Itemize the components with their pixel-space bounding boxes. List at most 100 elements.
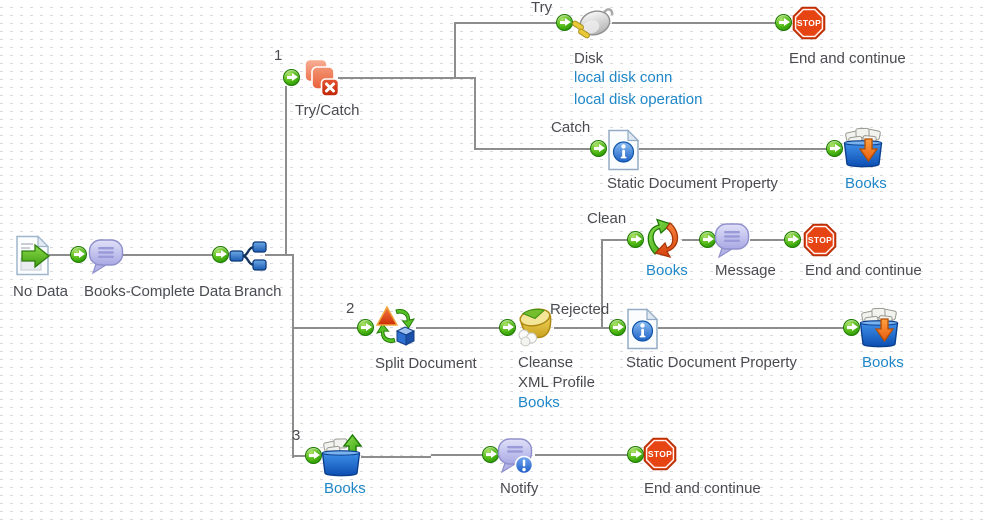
connection-point[interactable] <box>784 231 801 248</box>
path-label-catch: Catch <box>551 119 591 136</box>
shape-label-disk: Disk <box>574 50 604 67</box>
shape-end-and-continue-clean[interactable]: STOP <box>803 223 837 257</box>
disk-connection-link[interactable]: local disk conn <box>574 69 673 86</box>
try-catch-icon <box>304 58 340 97</box>
shape-label-cleanse: Cleanse <box>518 354 574 371</box>
branch-icon <box>229 241 267 271</box>
message-bubble-icon <box>714 223 750 259</box>
branch-number-2: 2 <box>346 300 355 317</box>
connector-line <box>639 148 828 150</box>
connector-line <box>454 22 456 79</box>
shape-static-doc-prop-rejected[interactable] <box>626 308 659 350</box>
path-label-try: Try <box>531 0 553 16</box>
stop-text: STOP <box>796 18 822 28</box>
books-box-down-icon <box>843 127 883 168</box>
connection-point[interactable] <box>590 140 607 157</box>
connector-line <box>474 148 592 150</box>
books-box-down-icon <box>859 307 899 348</box>
message-bubble-icon <box>88 239 124 275</box>
shape-map-books[interactable] <box>642 218 684 260</box>
path-label-clean: Clean <box>587 210 627 227</box>
shape-branch[interactable] <box>229 241 267 271</box>
connection-point[interactable] <box>499 319 516 336</box>
stop-sign-icon <box>803 223 837 257</box>
shape-try-catch[interactable] <box>302 58 340 98</box>
shape-books-complete-data[interactable] <box>88 237 124 275</box>
notify-bubble-icon <box>497 438 534 475</box>
shape-end-and-continue-try[interactable]: STOP <box>792 6 826 40</box>
connector-line <box>292 455 307 457</box>
books-rejected-link[interactable]: Books <box>862 354 904 371</box>
shape-message[interactable] <box>714 221 750 259</box>
shape-notify[interactable] <box>497 436 535 476</box>
shape-books-rejected[interactable] <box>857 306 901 350</box>
connector-line <box>292 254 294 458</box>
connector-line <box>601 239 629 241</box>
connection-point[interactable] <box>826 140 843 157</box>
cleanse-profile-type: XML Profile <box>518 374 595 391</box>
shape-split-document[interactable] <box>374 304 418 348</box>
shape-label-no-data: No Data <box>13 283 69 300</box>
shape-static-doc-prop-catch[interactable] <box>607 129 640 171</box>
connector-line <box>535 454 629 456</box>
shape-label-try-catch: Try/Catch <box>295 102 360 119</box>
stop-text: STOP <box>647 449 673 459</box>
connector-line <box>48 254 72 256</box>
shape-label-books-complete-data: Books-Complete Data <box>84 283 231 300</box>
connection-point[interactable] <box>843 319 860 336</box>
connector-line <box>338 77 476 79</box>
shape-cleanse[interactable] <box>514 306 558 348</box>
connector-line <box>612 22 777 24</box>
connector-line <box>431 454 483 456</box>
path-label-rejected: Rejected <box>550 301 610 318</box>
shape-label-message: Message <box>715 262 776 279</box>
connector-line <box>474 77 476 150</box>
shape-disk[interactable] <box>570 3 614 44</box>
cleanse-profile-link[interactable]: Books <box>518 394 560 411</box>
connector-line <box>416 327 501 329</box>
connector-line <box>601 239 603 329</box>
books-box-up-icon <box>321 434 363 477</box>
map-books-link[interactable]: Books <box>646 262 688 279</box>
connector-line <box>750 239 786 241</box>
shape-no-data[interactable] <box>14 235 52 276</box>
books-catch-link[interactable]: Books <box>845 175 887 192</box>
connection-point[interactable] <box>305 447 322 464</box>
connector-line <box>454 22 558 24</box>
connection-point[interactable] <box>70 246 87 263</box>
connection-point[interactable] <box>627 446 644 463</box>
books-get-link[interactable]: Books <box>324 480 366 497</box>
disk-operation-link[interactable]: local disk operation <box>574 91 703 108</box>
shape-label-end-notify: End and continue <box>644 480 761 497</box>
shape-books-catch[interactable] <box>841 126 885 170</box>
connector-line <box>292 327 358 329</box>
info-document-icon <box>608 129 640 171</box>
connection-point[interactable] <box>212 246 229 263</box>
shape-label-branch: Branch <box>234 283 282 300</box>
stop-text: STOP <box>807 235 833 245</box>
stop-sign-icon <box>643 437 677 471</box>
connector-line <box>265 254 294 256</box>
shape-label-end-try: End and continue <box>789 50 906 67</box>
cleanse-bowl-icon <box>518 308 552 347</box>
stop-sign-icon <box>792 6 826 40</box>
connector-line <box>554 327 611 329</box>
connection-point[interactable] <box>609 319 626 336</box>
document-arrow-icon <box>16 235 51 276</box>
info-document-icon <box>627 308 659 350</box>
shape-label-end-clean: End and continue <box>805 262 922 279</box>
shape-label-static-doc-prop-catch: Static Document Property <box>607 175 778 192</box>
connector-line <box>682 239 701 241</box>
connection-point[interactable] <box>357 319 374 336</box>
connection-point[interactable] <box>775 14 792 31</box>
shape-label-notify: Notify <box>500 480 539 497</box>
branch-number-3: 3 <box>292 427 301 444</box>
shape-end-and-continue-notify[interactable]: STOP <box>643 437 677 471</box>
connector-line <box>658 327 845 329</box>
shape-books-get[interactable] <box>319 434 363 478</box>
connection-point[interactable] <box>283 69 300 86</box>
connector-line <box>285 86 287 256</box>
connection-point[interactable] <box>627 231 644 248</box>
map-sync-arrows-icon <box>647 218 679 259</box>
